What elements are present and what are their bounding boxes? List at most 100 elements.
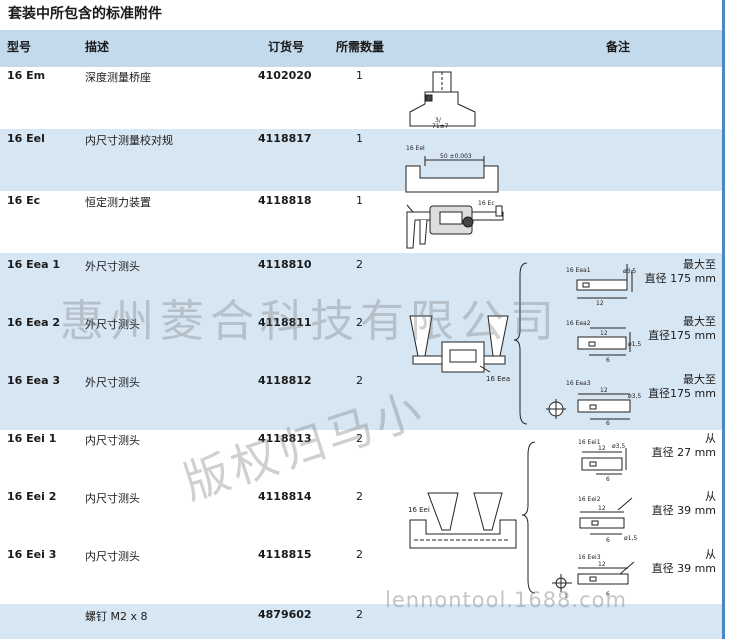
note-line: 最大至 [683,315,716,328]
table-row-qty: 2 [356,490,363,503]
table-row-note: 从 直径 39 mm [652,490,716,518]
table-row-description: 外尺寸测头 [85,260,140,273]
drawing-dimension: ø1,5 [628,341,641,348]
table-row-order-no: 4118815 [258,548,312,561]
drawing-dimension: 12 [598,445,606,452]
note-line: 从 [705,432,716,445]
eei2-probe-drawing [579,497,633,535]
row-band-ec [0,191,722,253]
drawing-label: 16 Eei2 [578,496,601,503]
table-row-description: 内尺寸测头 [85,550,140,563]
table-row-description: 外尺寸测头 [85,376,140,389]
drawing-dimension: 6 [606,537,610,544]
table-row-order-no: 4118813 [258,432,312,445]
right-border-rule [722,0,725,639]
table-row-order-no: 4118810 [258,258,312,271]
depth-bridge-drawing [409,71,476,127]
drawing-dimension: 12 [600,330,608,337]
drawing-label: 16 Ec [478,200,495,207]
table-row-qty: 1 [356,132,363,145]
table-row-note: 最大至 直径 175 mm [645,258,716,286]
table-row-qty: 2 [356,374,363,387]
note-line: 直径 39 mm [651,562,716,575]
table-row-description: 深度测量桥座 [85,71,151,84]
drawing-dimension: 50 ±0.003 [440,153,472,160]
table-row-order-no: 4118817 [258,132,312,145]
table-row-model: 16 Eea 3 [7,374,61,387]
table-row-model: 16 Em [7,69,46,82]
note-line: 最大至 [683,373,716,386]
table-row-note: 从 直径 39 mm [652,548,716,576]
note-line: 直径 175 mm [644,272,716,285]
table-row-order-no: 4118811 [258,316,312,329]
drawing-label: 16 Eel [406,145,425,152]
table-row-order-no: 4118814 [258,490,312,503]
note-line: 从 [705,490,716,503]
table-row-note: 最大至 直径175 mm [648,315,716,343]
drawing-dimension: 12 [598,505,606,512]
table-row-model: 16 Eea 1 [7,258,61,271]
note-line: 最大至 [683,258,716,271]
table-row-qty: 1 [356,69,363,82]
drawing-dimension: ø3,5 [623,268,636,275]
table-row-note: 从 直径 27 mm [652,432,716,460]
col-model-header: 型号 [7,40,32,54]
drawing-label: 16 Eei3 [578,554,601,561]
table-row-model: 16 Ec [7,194,41,207]
table-row-order-no: 4118818 [258,194,312,207]
col-order-header: 订货号 [268,40,305,54]
table-row-description: 内尺寸测头 [85,434,140,447]
row-band-em [0,67,722,129]
eea2-probe-drawing [577,327,631,356]
drawing-label: 16 Eea [486,375,510,383]
table-row-order-no: 4879602 [258,608,312,621]
drawing-dimension: ø3,5 [628,393,641,400]
drawing-dimension: 71±7 [432,123,449,130]
drawing-dimension: ø1,5 [624,535,637,542]
drawing-dimension: 6 [606,476,610,483]
bracket-eea [513,262,528,425]
table-row-qty: 2 [356,608,363,621]
table-row-qty: 2 [356,548,363,561]
table-row-description: 外尺寸测头 [85,318,140,331]
page-title: 套装中所包含的标准附件 [0,0,718,30]
col-note-header: 备注 [606,40,631,54]
eea1-probe-drawing [576,264,633,299]
table-row-description: 内尺寸测头 [85,492,140,505]
drawing-label: 16 Eea1 [566,267,591,274]
col-qty-header: 所需数量 [336,40,385,54]
table-header: 型号 描述 订货号 所需数量 备注 [0,30,722,67]
drawing-label: 16 Eei1 [578,439,601,446]
eea3-probe-drawing [546,393,631,420]
table-row-qty: 2 [356,316,363,329]
table-row-qty: 2 [356,258,363,271]
table-row-description: 螺钉 M2 x 8 [85,610,148,623]
drawing-dimension: 12 [600,387,608,394]
drawing-label: 16 Eei [408,506,430,514]
table-row-model: 16 Eei 2 [7,490,57,503]
note-line: 直径 27 mm [651,446,716,459]
col-description-header: 描述 [85,40,110,54]
note-line: 从 [705,548,716,561]
watermark-site: lennontool.1688.com [385,588,627,612]
note-line: 直径175 mm [648,329,716,342]
drawing-dimension: 3/ [435,117,442,124]
setting-gauge-drawing [405,156,499,193]
table-row-order-no: 4118812 [258,374,312,387]
table-row-order-no: 4102020 [258,69,312,82]
drawing-dimension: 6 [606,420,610,427]
drawing-dimension: 12 [598,561,606,568]
row-band-eel [0,129,722,191]
bracket-eei [521,441,536,594]
external-jaw-assembly-drawing [409,315,509,373]
internal-jaw-assembly-drawing [409,492,517,549]
caliper-drawing [406,204,504,249]
eei1-probe-drawing [581,448,627,475]
watermark-company: 惠州菱合科技有限公司 [60,296,560,347]
table-row-description: 内尺寸测量校对规 [85,134,173,147]
drawing-dimension: 1 [564,593,568,600]
table-row-qty: 1 [356,194,363,207]
table-row-model: 16 Eea 2 [7,316,61,329]
table-row-model: 16 Eei 1 [7,432,57,445]
